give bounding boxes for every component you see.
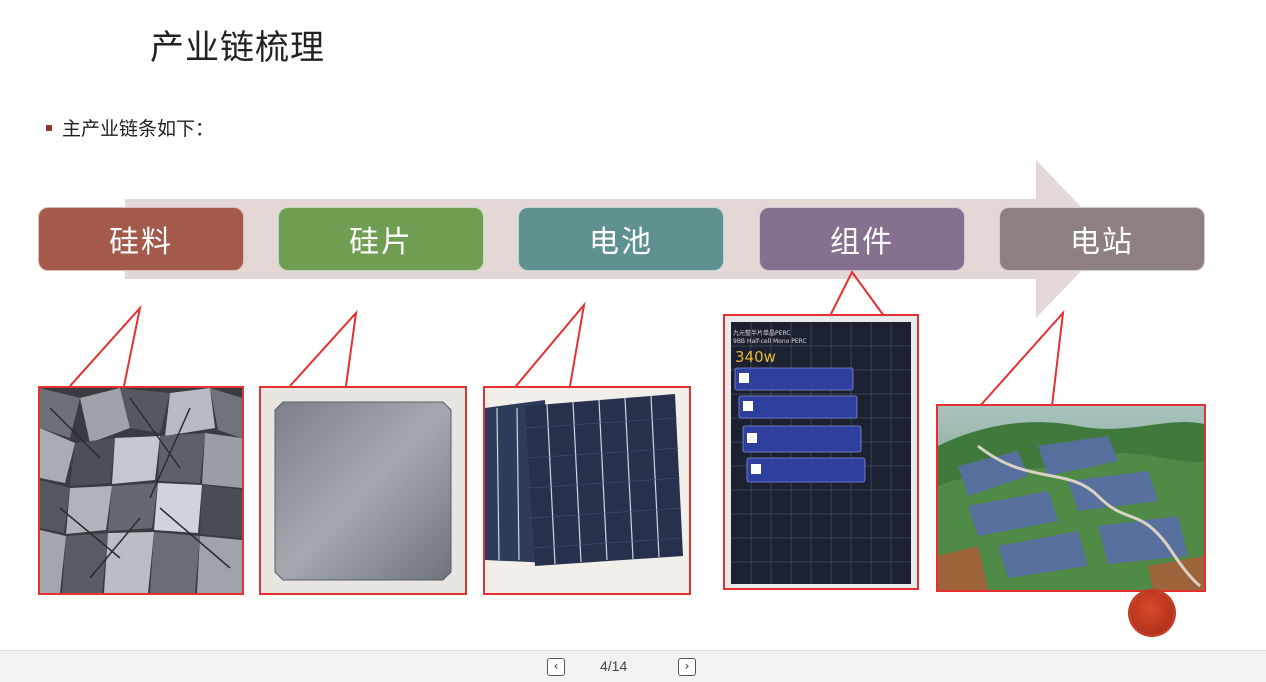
module-header-en: 9BB Half-cell Mono PERC [733, 338, 807, 345]
stage-cell: 电池 [518, 207, 724, 271]
chevron-left-icon: ‹ [553, 659, 559, 673]
bullet-item: 主产业链条如下： [46, 114, 214, 141]
previous-slide-button[interactable]: ‹ [547, 658, 565, 676]
silicon-material-photo [38, 386, 244, 595]
silicon-wafer-photo [259, 386, 467, 595]
module-power: 340w [735, 348, 776, 366]
presentation-footer: ‹ 4/14 › [0, 650, 1266, 682]
slide-title: 产业链梳理 [150, 28, 325, 68]
slide: 产业链梳理 主产业链条如下： 硅料 硅片 电池 组件 电站 [38, 28, 1206, 595]
decorative-red-circle [1130, 591, 1174, 635]
stage-power-station: 电站 [999, 207, 1205, 271]
stage-silicon-wafer: 硅片 [278, 207, 484, 271]
power-station-photo [936, 404, 1206, 592]
stage-module: 组件 [759, 207, 965, 271]
page-indicator: 4/14 [600, 658, 628, 674]
callout-lines [69, 270, 1065, 407]
solar-module-photo: 九元整半片单晶PERC 9BB Half-cell Mono PERC 340w [723, 314, 919, 590]
bullet-marker [46, 125, 52, 131]
chevron-right-icon: › [684, 659, 690, 673]
solar-cell-photo [483, 386, 691, 595]
next-slide-button[interactable]: › [678, 658, 696, 676]
stage-silicon-material: 硅料 [38, 207, 244, 271]
bullet-text: 主产业链条如下： [62, 118, 215, 140]
module-header-cn: 九元整半片单晶PERC [733, 330, 791, 337]
